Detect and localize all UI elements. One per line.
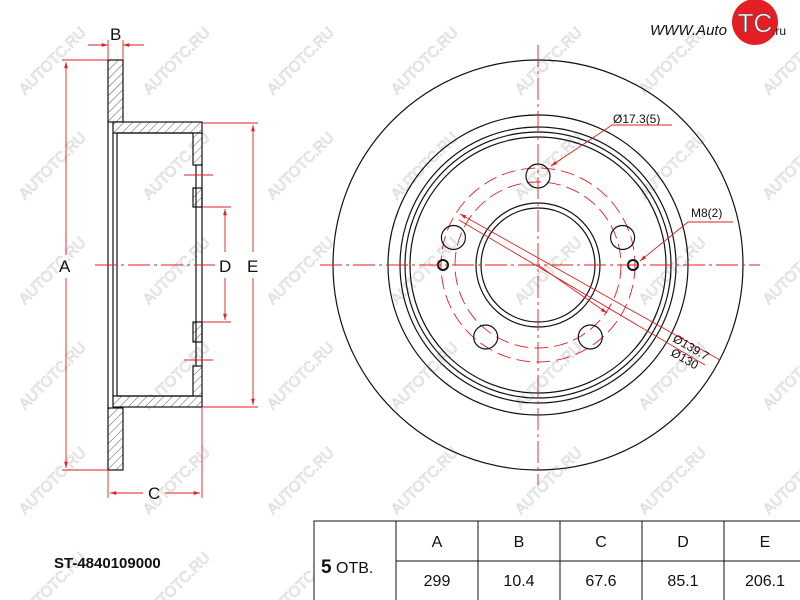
logo-badge-text: TC bbox=[738, 8, 773, 38]
hat-face-upper bbox=[192, 132, 203, 166]
holes-unit: ОТВ. bbox=[336, 560, 373, 577]
watermark-text: AUTOTC.RU bbox=[388, 444, 462, 518]
dim-label-c: C bbox=[148, 484, 160, 503]
front-view: Ø17.3(5) M8(2) Ø139.7 Ø130 bbox=[320, 45, 760, 485]
watermark-text: AUTOTC.RU bbox=[16, 24, 90, 98]
hat-face-lower bbox=[192, 365, 203, 397]
flange-bottom bbox=[107, 407, 124, 471]
table-value-a: 299 bbox=[424, 573, 451, 590]
logo-prefix: WWW.Auto bbox=[650, 22, 727, 39]
side-section-view: A B C D E bbox=[59, 25, 258, 503]
watermark-text: AUTOTC.RU bbox=[264, 234, 338, 308]
table-value-c: 67.6 bbox=[585, 573, 616, 590]
watermark-text: AUTOTC.RU bbox=[264, 129, 338, 203]
table-header-c: C bbox=[595, 534, 607, 551]
holes-count: 5 bbox=[321, 557, 332, 578]
watermark-text: AUTOTC.RU bbox=[264, 444, 338, 518]
table-header-d: D bbox=[677, 534, 689, 551]
table-header-b: B bbox=[514, 534, 525, 551]
watermark-text: AUTOTC.RU bbox=[636, 444, 710, 518]
logo-suffix: .ru bbox=[772, 24, 786, 38]
flange-top bbox=[107, 59, 124, 123]
table-value-e: 206.1 bbox=[745, 573, 785, 590]
watermark-text: AUTOTC.RU bbox=[140, 24, 214, 98]
watermark-text: AUTOTC.RU bbox=[512, 129, 586, 203]
callout-threaded-holes: M8(2) bbox=[691, 206, 722, 220]
watermark-text: AUTOTC.RU bbox=[16, 129, 90, 203]
table-value-b: 10.4 bbox=[503, 573, 534, 590]
dimensions-table: A 299 B 10.4 C 67.6 D 85.1 E 206.1 5 ОТВ. bbox=[313, 520, 800, 600]
stud-hole bbox=[577, 324, 603, 350]
watermark-text: AUTOTC.RU bbox=[16, 339, 90, 413]
dim-label-d: D bbox=[219, 257, 231, 276]
watermark-text: AUTOTC.RU bbox=[388, 24, 462, 98]
stud-hole bbox=[609, 224, 636, 251]
dim-label-b: B bbox=[110, 25, 121, 44]
hat-wall-bottom bbox=[112, 395, 203, 408]
watermark-text: AUTOTC.RU bbox=[388, 234, 462, 308]
watermark-text: AUTOTC.RU bbox=[760, 339, 800, 413]
watermark-text: AUTOTC.RU bbox=[16, 444, 90, 518]
stud-hole bbox=[440, 224, 466, 251]
stud-hole bbox=[473, 324, 499, 350]
watermark-text: AUTOTC.RU bbox=[760, 234, 800, 308]
dim-label-a: A bbox=[59, 257, 71, 276]
watermark-text: AUTOTC.RU bbox=[760, 444, 800, 518]
watermark-text: AUTOTC.RU bbox=[512, 444, 586, 518]
hat-wall-top bbox=[112, 121, 203, 134]
logo-badge bbox=[732, 0, 778, 45]
part-number: ST-4840109000 bbox=[54, 555, 161, 572]
hat-face-mid-upper bbox=[192, 187, 203, 208]
table-header-e: E bbox=[760, 534, 771, 551]
callout-stud-holes: Ø17.3(5) bbox=[613, 112, 660, 126]
dim-label-e: E bbox=[247, 257, 258, 276]
watermark-text: AUTOTC.RU bbox=[264, 24, 338, 98]
watermark-text: AUTOTC.RU bbox=[388, 339, 462, 413]
hat-face-mid-lower bbox=[192, 321, 203, 343]
watermark-text: AUTOTC.RU bbox=[264, 339, 338, 413]
watermark-text: AUTOTC.RU bbox=[16, 234, 90, 308]
autotc-logo[interactable]: WWW.Auto TC .ru bbox=[650, 0, 786, 45]
watermark-text: AUTOTC.RU bbox=[140, 444, 214, 518]
watermark-text: AUTOTC.RU bbox=[512, 234, 586, 308]
watermark-text: AUTOTC.RU bbox=[636, 129, 710, 203]
table-value-d: 85.1 bbox=[667, 573, 698, 590]
table-header-a: A bbox=[432, 534, 443, 551]
watermark-text: AUTOTC.RU bbox=[760, 129, 800, 203]
